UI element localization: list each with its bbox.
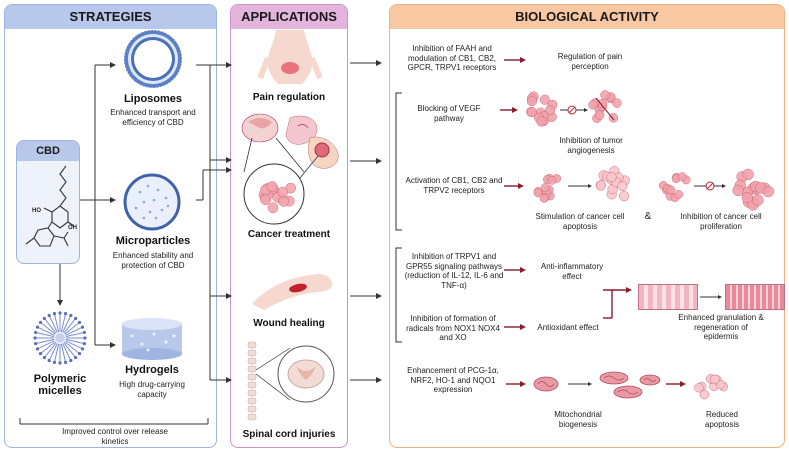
- liposomes-title: Liposomes: [123, 93, 183, 105]
- applications-header: APPLICATIONS: [231, 5, 347, 29]
- applications-panel: APPLICATIONS: [230, 4, 348, 448]
- micelle-icon: [33, 311, 87, 365]
- proliferation-effect: Inhibition of cancer cell proliferation: [680, 212, 762, 231]
- apoptosis-effect: Stimulation of cancer cell apoptosis: [535, 212, 625, 231]
- spinal-cord-icon: [247, 341, 335, 421]
- granulation-effect: Enhanced granulation & regeneration of e…: [678, 313, 764, 341]
- liposome-icon: [123, 29, 183, 89]
- tissue-after-icon: [725, 284, 785, 310]
- strategies-footer: Improved control over release kinetics: [62, 427, 168, 446]
- polymeric-micelles-title: Polymeric micelles: [33, 373, 87, 397]
- antioxidant-cause: Inhibition of formation of radicals from…: [406, 314, 500, 342]
- cbd-ho-label: HO: [32, 208, 41, 214]
- hydrogel-icon: [122, 318, 182, 360]
- strategies-header: STRATEGIES: [5, 5, 216, 29]
- inflammation-effect: Anti-inflammatory effect: [540, 262, 604, 281]
- liposomes-desc: Enhanced transport and efficiency of CBD: [110, 108, 196, 127]
- cancer-cell-cluster-icon: [258, 181, 296, 214]
- mito-effect: Mitochondrial biogenesis: [554, 410, 602, 429]
- microparticle-icon: [123, 173, 181, 231]
- mitochondria-icon: [533, 371, 661, 399]
- torso-icon: [258, 30, 322, 84]
- strategies-panel: STRATEGIES: [4, 4, 217, 448]
- microparticles-title: Microparticles: [115, 235, 191, 247]
- mito-cause: Enhancement of PCG-1α, NRF2, HO-1 and NQ…: [407, 366, 499, 394]
- cancer-organs-icon: [241, 113, 339, 225]
- cbd-oh-label: OH: [68, 225, 77, 231]
- cbd-label: CBD: [17, 141, 79, 161]
- hydrogels-title: Hydrogels: [125, 364, 179, 376]
- faah-cause: Inhibition of FAAH and modulation of CB1…: [407, 44, 497, 72]
- blocked-icon: [567, 105, 715, 191]
- arm-wound-icon: [252, 274, 332, 310]
- vegf-cause: Blocking of VEGF pathway: [417, 104, 481, 123]
- faah-effect: Regulation of pain perception: [557, 52, 623, 71]
- app-cancer-label: Cancer treatment: [247, 229, 331, 240]
- apoptosis-cause: Activation of CB1, CB2 and TRPV2 recepto…: [405, 176, 503, 195]
- antioxidant-effect: Antioxidant effect: [537, 323, 599, 332]
- mito-result: Reduced apoptosis: [704, 410, 740, 429]
- inflammation-cause: Inhibition of TRPV1 and GPR55 signaling …: [404, 252, 504, 290]
- cbd-molecule-icon: [25, 165, 75, 247]
- apoptosis-amp: &: [644, 211, 652, 222]
- tissue-before-icon: [638, 284, 698, 310]
- microparticles-desc: Enhanced stability and protection of CBD: [112, 251, 194, 270]
- app-wound-label: Wound healing: [253, 318, 325, 329]
- cbd-box: CBD: [16, 140, 80, 264]
- activity-panel: BIOLOGICAL ACTIVITY: [389, 4, 785, 448]
- app-pain-label: Pain regulation: [252, 92, 326, 103]
- app-spinal-label: Spinal cord injuries: [242, 429, 336, 440]
- activity-header: BIOLOGICAL ACTIVITY: [390, 5, 784, 29]
- vegf-effect: Inhibition of tumor angiogenesis: [559, 136, 623, 155]
- hydrogels-desc: High drug-carrying capacity: [119, 380, 185, 399]
